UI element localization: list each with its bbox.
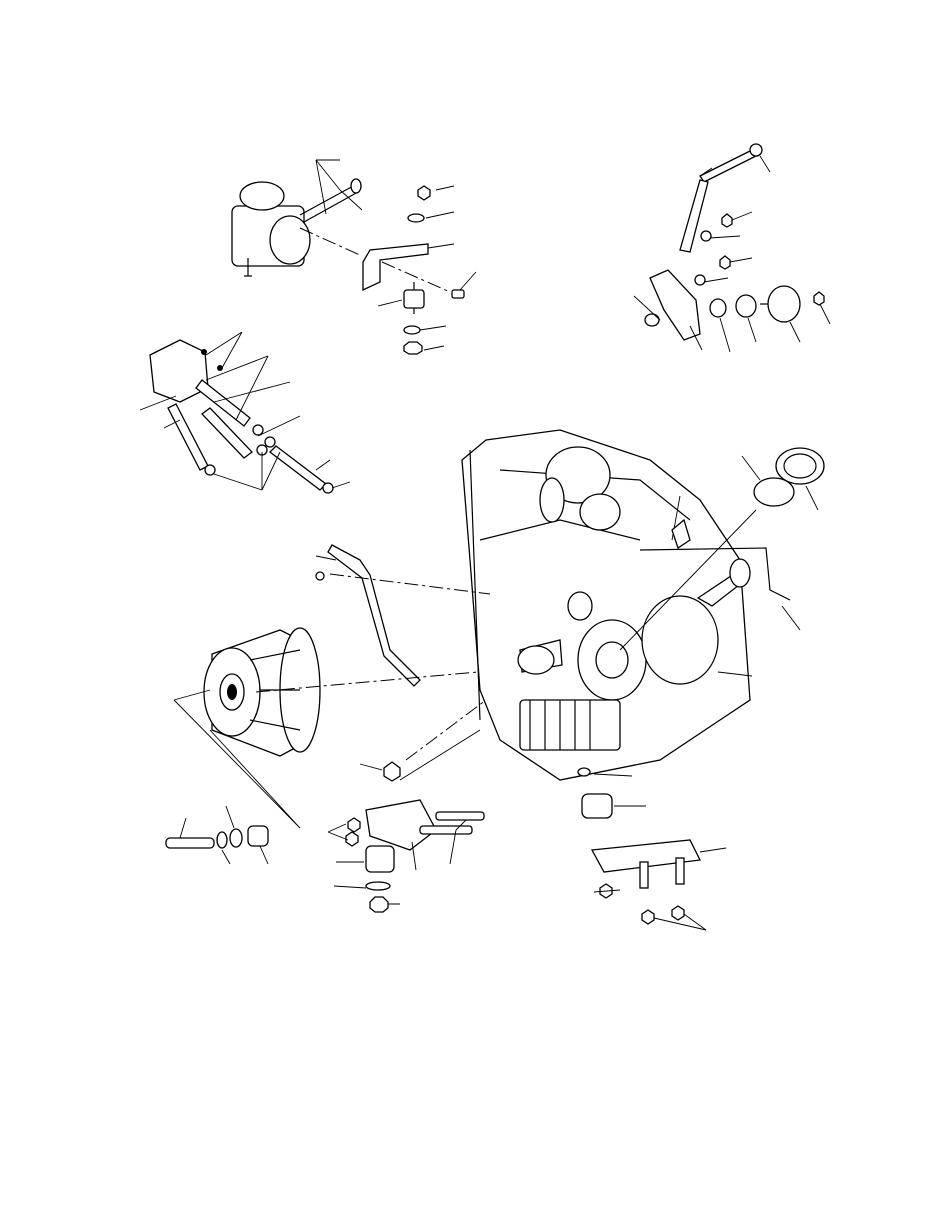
drive-clutch — [173, 627, 479, 829]
clamp-and-boot — [619, 447, 825, 651]
rubber-mount-group — [577, 671, 753, 931]
carb-bracket-group — [299, 159, 477, 355]
engine-assembly — [461, 429, 751, 781]
fuel-pump-hoses — [139, 331, 351, 494]
bracket-tube — [315, 544, 491, 687]
engine-mount-left-group — [327, 699, 487, 913]
breather-tube — [639, 547, 801, 631]
engine-mount-right-group — [633, 143, 831, 353]
carburetor — [231, 178, 362, 277]
clutch-bolt-group — [165, 805, 269, 865]
